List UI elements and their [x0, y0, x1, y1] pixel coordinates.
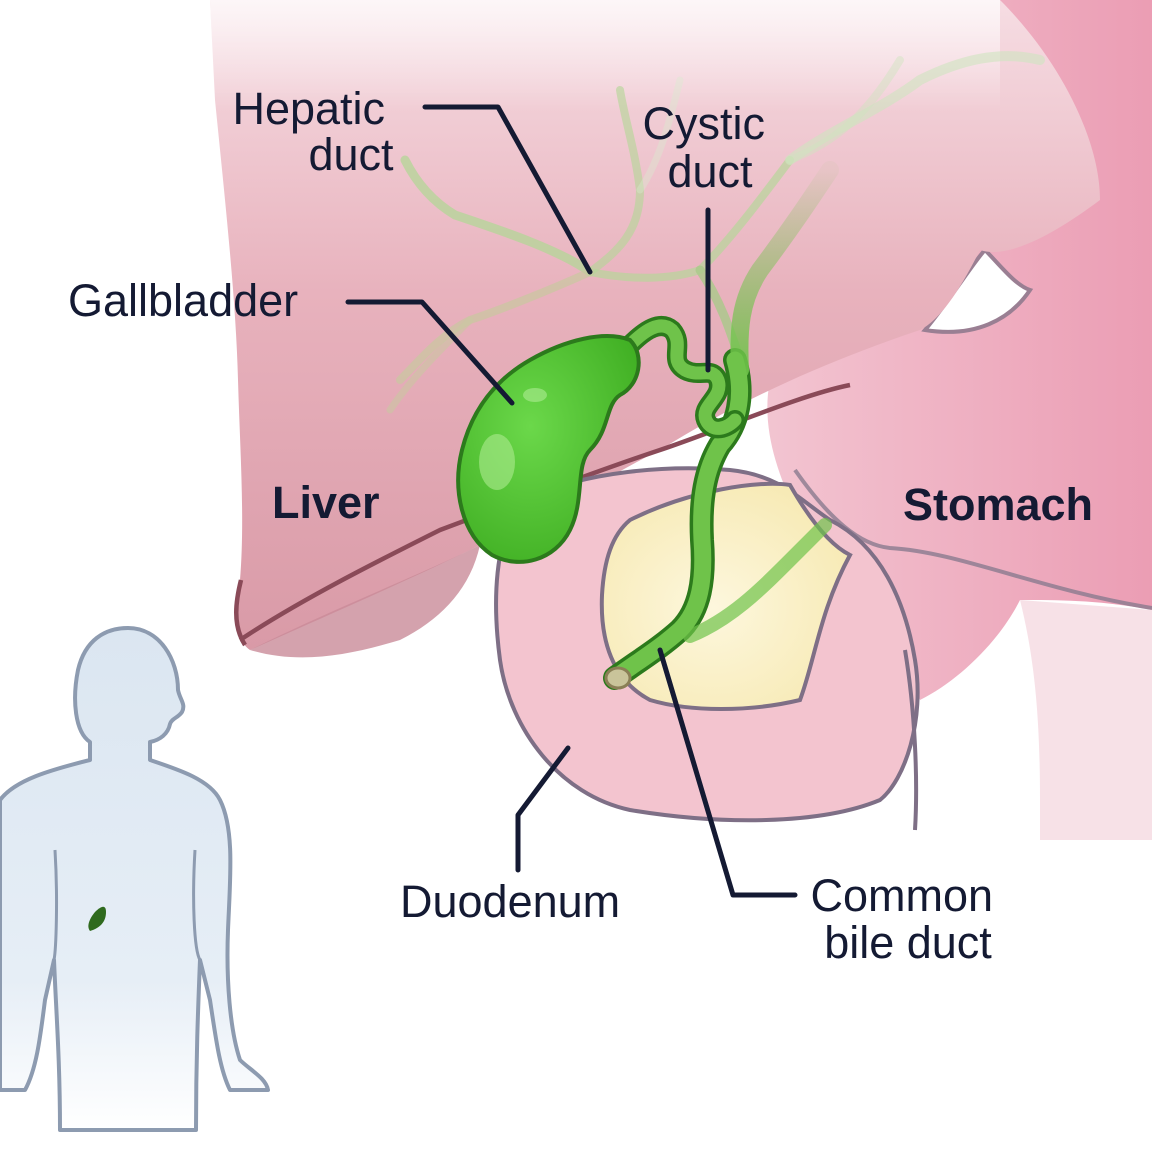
duodenal-papilla — [604, 666, 632, 690]
stomach-label: Stomach — [903, 479, 1093, 530]
hepatic-duct-trunk — [730, 161, 839, 379]
liver-top-fade — [210, 0, 1000, 110]
common-bile-duct-label: Common bile duct — [810, 870, 1005, 968]
gallbladder-marker-icon — [88, 906, 106, 931]
duodenum-inner-edge — [903, 649, 919, 831]
gallbladder-leader — [345, 299, 515, 406]
cystic-duct-fill — [623, 319, 742, 435]
hepatic-duct-label: Hepatic duct — [232, 83, 397, 180]
liver-underside — [250, 545, 480, 658]
human-torso-icon — [0, 626, 270, 1132]
cystic-duct-label: Cystic duct — [642, 98, 777, 197]
duodenum-leader — [515, 745, 571, 873]
gallbladder-highlight — [479, 434, 515, 490]
common-bile-duct-leader — [657, 647, 798, 898]
liver-label: Liver — [272, 477, 380, 528]
pancreatic-duct — [683, 518, 832, 643]
stomach-side-wall — [1020, 600, 1152, 840]
liver-left-edge — [234, 579, 247, 647]
gallbladder-highlight-small — [523, 388, 547, 402]
duodenum-label: Duodenum — [400, 876, 620, 927]
gallbladder-label: Gallbladder — [68, 275, 298, 326]
hepatic-duct-leader — [422, 104, 593, 275]
stomach-outline — [793, 468, 1152, 610]
